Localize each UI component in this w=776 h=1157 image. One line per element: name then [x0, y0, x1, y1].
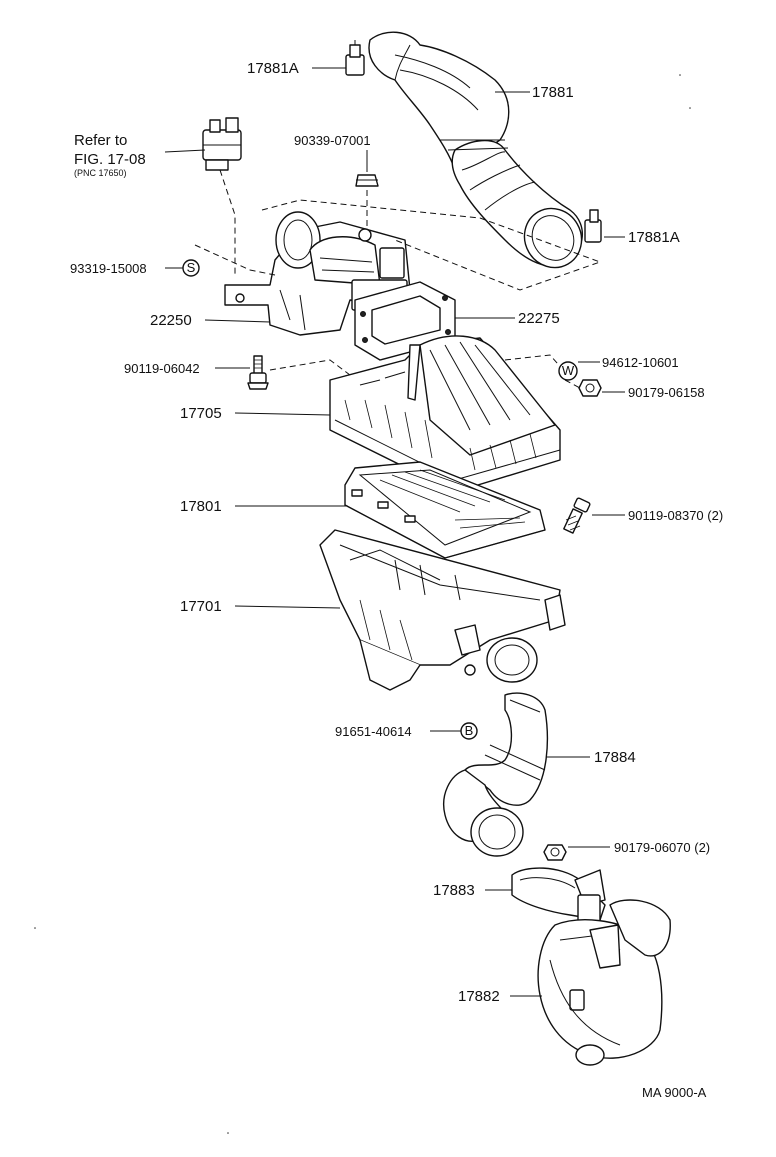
clamp-17881A-top: [345, 40, 365, 76]
clamp-17881A-right: [584, 209, 602, 243]
sensor-fig-17-08: [202, 117, 242, 171]
label-17881A-right: 17881A: [628, 229, 680, 246]
label-90119-06042: 90119-06042: [124, 361, 200, 376]
label-90339-07001: 90339-07001: [294, 133, 371, 148]
label-90119-08370: 90119-08370 (2): [628, 508, 723, 523]
symbol-w-icon: W: [558, 361, 578, 381]
air-flow-meter-22250: [224, 211, 411, 336]
symbol-w-label: W: [562, 363, 575, 378]
reference-note: Refer to FIG. 17-08 (PNC 17650): [74, 132, 146, 178]
duct-17882: [537, 899, 671, 1066]
leader-lines: [164, 67, 625, 997]
resonator-17883: [511, 867, 606, 924]
label-93319-15008: 93319-15008: [70, 261, 147, 276]
label-90179-06158: 90179-06158: [628, 385, 705, 400]
label-17881: 17881: [532, 84, 574, 101]
cap-17705: [329, 335, 561, 493]
label-17884: 17884: [594, 749, 636, 766]
label-91651-40614: 91651-40614: [335, 724, 412, 739]
case-17701: [319, 529, 566, 691]
label-90179-06070: 90179-06070 (2): [614, 840, 710, 855]
label-22250: 22250: [150, 312, 192, 329]
label-17881A-top: 17881A: [247, 60, 299, 77]
label-22275: 22275: [518, 310, 560, 327]
hose-17881: [368, 31, 584, 269]
reference-line2: FIG. 17-08: [74, 151, 146, 168]
label-17801: 17801: [180, 498, 222, 515]
grommet-90339: [355, 174, 379, 187]
symbol-s-icon: S: [182, 259, 200, 277]
label-17883: 17883: [433, 882, 475, 899]
hose-17884: [443, 692, 549, 857]
figure-code: MA 9000-A: [642, 1085, 707, 1100]
bolt-90119-06042: [247, 355, 269, 390]
label-17705: 17705: [180, 405, 222, 422]
symbol-s-label: S: [187, 260, 196, 275]
symbol-b-icon: B: [460, 722, 478, 740]
reference-line1: Refer to: [74, 132, 127, 149]
label-17701: 17701: [180, 598, 222, 615]
label-17882: 17882: [458, 988, 500, 1005]
nut-90179-06070: [543, 844, 567, 861]
symbol-b-label: B: [465, 723, 474, 738]
bolt-90119-08370: [563, 497, 591, 534]
reference-line3: (PNC 17650): [74, 168, 127, 178]
filter-element-17801: [344, 461, 546, 559]
nut-90179-06158: [578, 379, 602, 397]
label-94612-10601: 94612-10601: [602, 355, 679, 370]
